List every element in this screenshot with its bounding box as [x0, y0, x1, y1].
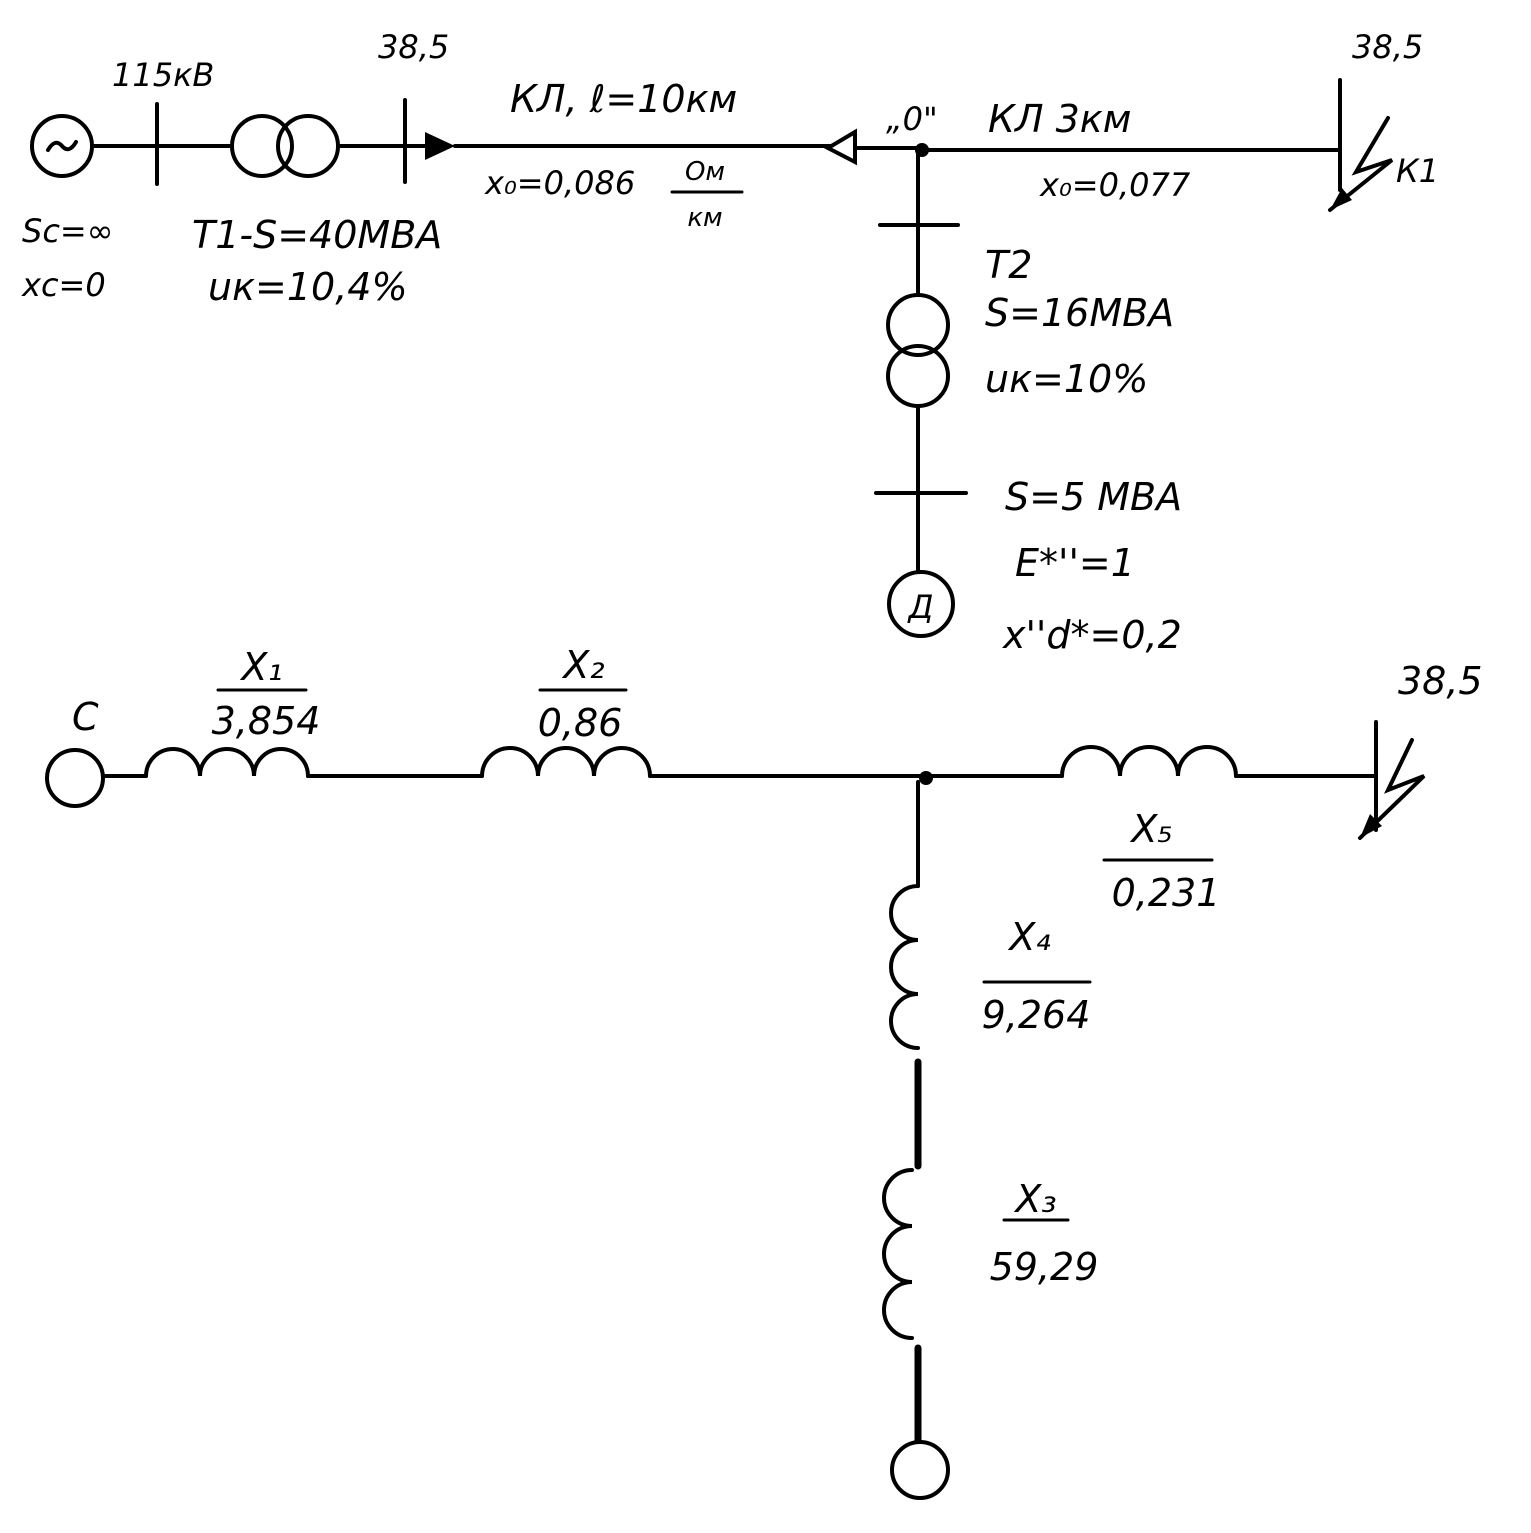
label-x1-value: 3,854 — [212, 699, 321, 743]
label-source-x: xс=0 — [21, 266, 106, 304]
inductor-x5 — [1060, 745, 1238, 778]
label-line1-x0: x₀=0,086 — [484, 164, 635, 202]
label-line2-x0: x₀=0,077 — [1039, 166, 1191, 204]
label-x4-name: X₄ — [1007, 915, 1050, 959]
label-motor-xd: x''d*=0,2 — [1002, 613, 1182, 657]
label-motor-e: E*''=1 — [1015, 541, 1135, 585]
generator-symbol — [30, 114, 94, 178]
breaker-triangle-right — [823, 128, 857, 166]
label-fault-k1: К1 — [1396, 152, 1439, 190]
label-motor-s: S=5 МВА — [1005, 475, 1182, 519]
label-bus-right-voltage: 38,5 — [1352, 28, 1423, 66]
label-x3-name: X₃ — [1013, 1177, 1056, 1221]
label-t1-s: Т1-S=40МВА — [192, 213, 442, 257]
label-bus-left-voltage: 38,5 — [378, 28, 449, 66]
equiv-fault-icon — [1358, 738, 1426, 840]
label-t2-name: Т2 — [985, 243, 1032, 287]
transformer-t2-symbol — [886, 293, 950, 408]
label-line1-name: КЛ, ℓ=10км — [510, 77, 737, 121]
label-115kv: 115кВ — [112, 56, 214, 94]
inductor-x1 — [144, 747, 310, 778]
label-line2-name: КЛ 3км — [988, 97, 1131, 141]
label-x4-value: 9,264 — [982, 993, 1091, 1037]
inductor-x3 — [882, 1168, 914, 1340]
label-t2-uk: uк=10% — [985, 357, 1148, 401]
label-x1-name: X₁ — [239, 645, 282, 689]
inductor-x4 — [889, 884, 920, 1050]
label-line1-unit-num: Ом — [685, 157, 725, 187]
label-x5-value: 0,231 — [1112, 871, 1221, 915]
label-t1-uk: uк=10,4% — [208, 265, 408, 309]
label-x2-name: X₂ — [561, 643, 604, 687]
equiv-source-symbol — [45, 748, 105, 808]
transformer-t1-symbol — [230, 114, 340, 178]
label-t2-s: S=16МВА — [985, 291, 1174, 335]
motor-letter: Д — [907, 588, 934, 626]
label-line1-unit-den: км — [687, 203, 722, 233]
label-equiv-bus-voltage: 38,5 — [1398, 659, 1483, 703]
fault-k1-icon — [1328, 116, 1394, 212]
inductor-x2 — [480, 746, 652, 778]
label-node-0: „0" — [886, 100, 938, 138]
label-equiv-source: С — [72, 695, 99, 739]
breaker-triangle-left — [425, 132, 455, 160]
equiv-node-dot — [919, 771, 933, 785]
label-source-s: Sс=∞ — [22, 212, 113, 250]
motor-symbol: Д — [887, 570, 955, 638]
label-x2-value: 0,86 — [538, 701, 623, 745]
label-x5-name: X₅ — [1129, 807, 1172, 851]
label-x3-value: 59,29 — [990, 1245, 1099, 1289]
equiv-motor-source-symbol — [890, 1440, 950, 1500]
